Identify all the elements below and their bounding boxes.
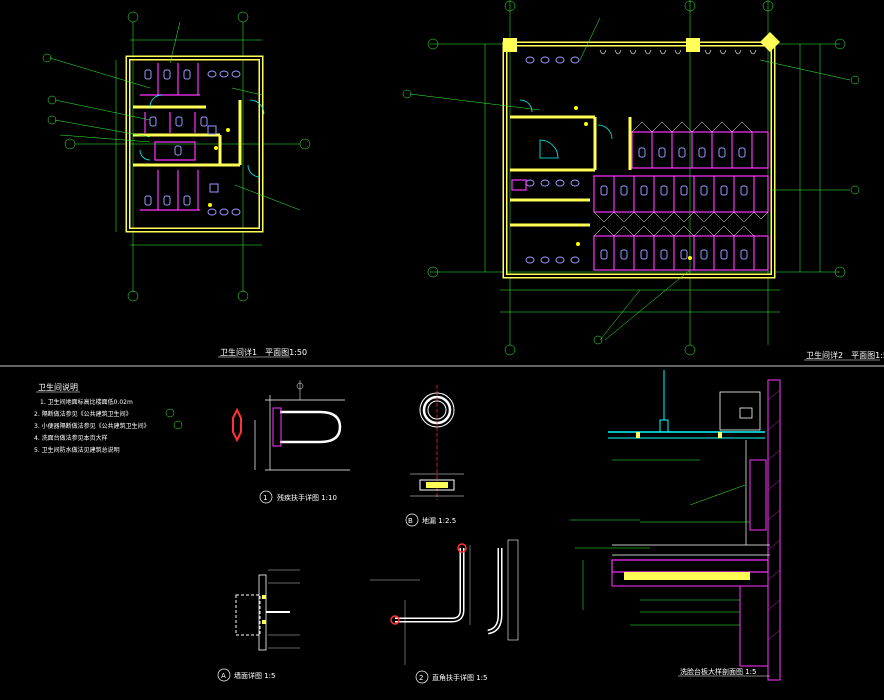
plan-a-title: 卫生间详1 平面图1:50	[220, 347, 307, 357]
section-vanity: 洗脸台板大样剖面图 1:5	[570, 370, 781, 681]
plan-b: 卫生间详2 平面图1:50	[402, 0, 884, 361]
detail-2-number: 2	[419, 674, 423, 682]
detail-b-floor-drain: B 地漏 1:2.5	[405, 385, 464, 527]
detail-1-number: 1	[263, 494, 267, 502]
note-item: 3. 小便器隔断做法参见《公共建筑卫生间》	[34, 422, 150, 430]
note-item: 2. 隔断做法参见《公共建筑卫生间》	[34, 410, 132, 418]
plan-a: 卫生间详1 平面图1:50	[42, 11, 311, 358]
detail-2-corner-bar: 2 直角扶手详图 1:5	[370, 539, 519, 684]
detail-a-wall: A 墙面详图 1:5	[217, 569, 300, 682]
detail-2-title: 直角扶手详图 1:5	[432, 673, 488, 682]
notes-title: 卫生间说明	[38, 382, 78, 392]
note-item: 5. 卫生间防水做法见建筑总说明	[34, 446, 120, 454]
detail-a-number: A	[221, 672, 226, 680]
plan-b-title: 卫生间详2 平面图1:50	[806, 350, 884, 360]
note-item: 4. 洗面台做法参见本页大样	[34, 434, 108, 442]
detail-1-title: 残疾扶手详图 1:10	[277, 493, 337, 502]
notes-block: 卫生间说明 1. 卫生间地面标高比楼面低0.02m 2. 隔断做法参见《公共建筑…	[34, 382, 183, 454]
detail-1-grab-bar: 1 残疾扶手详图 1:10	[232, 380, 350, 504]
detail-b-title: 地漏 1:2.5	[422, 516, 456, 525]
detail-b-number: B	[408, 517, 413, 525]
detail-a-title: 墙面详图 1:5	[234, 671, 276, 680]
note-item: 1. 卫生间地面标高比楼面低0.02m	[40, 398, 133, 406]
section-title: 洗脸台板大样剖面图 1:5	[680, 667, 757, 676]
